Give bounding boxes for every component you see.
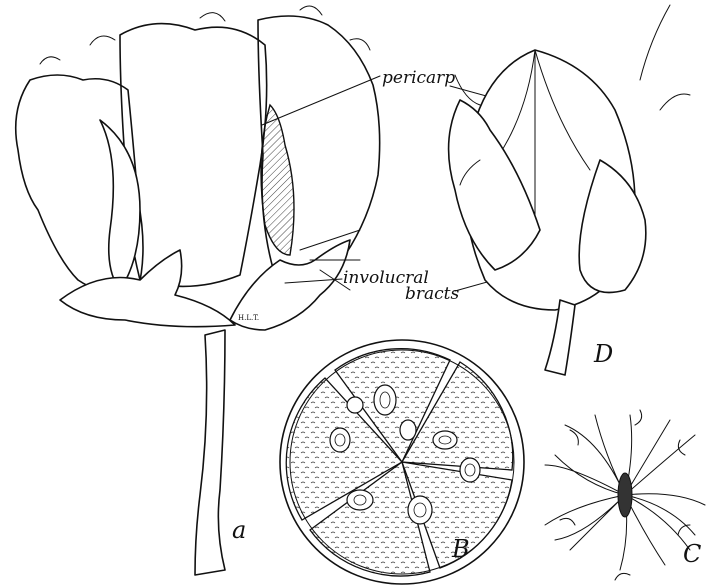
- seed: [347, 490, 373, 510]
- seed: [433, 431, 457, 449]
- label-bracts: bracts: [405, 284, 459, 304]
- artist-signature: H.L.T.: [238, 314, 259, 322]
- panel-label-a: a: [232, 516, 246, 544]
- flower-stalk: [195, 330, 225, 575]
- stalk-d: [545, 300, 575, 375]
- panel-label-b: B: [451, 535, 470, 563]
- seed: [460, 458, 480, 482]
- seed: [347, 397, 363, 413]
- seed: [400, 420, 416, 440]
- figure-c-seed-with-lint: [545, 410, 705, 580]
- cotton-seed: [618, 473, 632, 517]
- seed: [408, 496, 432, 524]
- figure-b-cross-section: [280, 340, 524, 584]
- figure-d-closed-boll: [449, 5, 690, 375]
- lint-lock-center: [120, 24, 267, 287]
- label-pericarp: pericarp: [382, 68, 455, 88]
- involucral-bract-left: [60, 250, 235, 327]
- panel-label-d: D: [593, 340, 613, 368]
- seed: [374, 385, 396, 415]
- panel-label-c: C: [683, 540, 701, 568]
- seed: [330, 428, 350, 452]
